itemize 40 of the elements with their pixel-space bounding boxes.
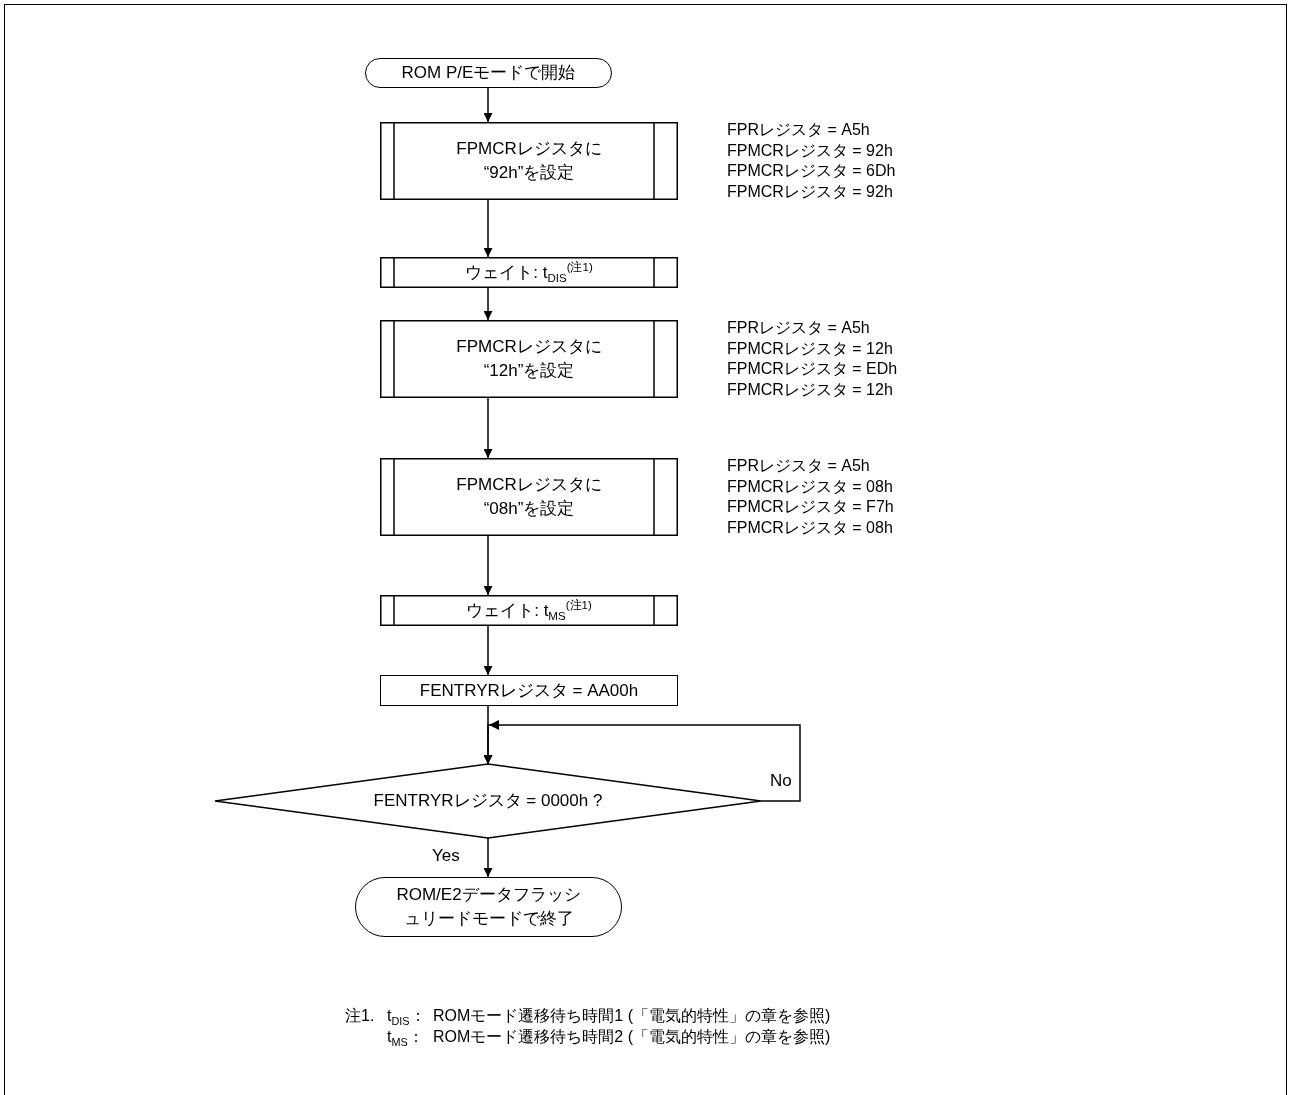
- arrow: [483, 837, 493, 878]
- subroutine-box: [380, 458, 678, 536]
- node-label: FENTRYRレジスタ = AA00h: [419, 679, 639, 702]
- register-setting: FPRレジスタ = A5h: [727, 318, 871, 338]
- register-setting: FPRレジスタ = A5h: [727, 456, 871, 476]
- arrow: [483, 287, 493, 321]
- note-text: ROMモード遷移待ち時間2 (「電気的特性」の章を参照): [433, 1027, 831, 1047]
- subroutine-box: [380, 320, 678, 398]
- note-text: ROMモード遷移待ち時間1 (「電気的特性」の章を参照): [433, 1006, 831, 1026]
- arrow: [483, 397, 493, 459]
- arrow: [483, 87, 493, 123]
- register-setting: FPMCRレジスタ = 92h: [727, 140, 894, 161]
- register-setting: FPRレジスタ = A5h: [727, 120, 871, 140]
- node-label: ROM/E2データフラッシュリードモードで終了: [395, 884, 582, 930]
- note-text: t$_{MS}$：: [387, 1027, 424, 1048]
- arrow: [483, 535, 493, 596]
- process-box: [380, 675, 678, 706]
- node-label: FPMCRレジスタに “08h”を設定: [455, 474, 603, 520]
- node-label: FPMCRレジスタに “92h”を設定: [455, 138, 603, 184]
- terminal-shape: [355, 877, 622, 937]
- register-setting: FPMCRレジスタ = 12h: [727, 338, 894, 359]
- register-setting: FPMCRレジスタ = 08h: [727, 517, 894, 538]
- register-setting: FPMCRレジスタ = 92h: [727, 181, 894, 202]
- note-text: 注1.: [345, 1006, 375, 1026]
- arrow: [483, 199, 493, 258]
- node-label: FPMCRレジスタに “12h”を設定: [455, 336, 603, 382]
- node-label: FENTRYRレジスタ = 0000h ?: [373, 790, 603, 812]
- register-setting: FPMCRレジスタ = 12h: [727, 379, 894, 400]
- register-setting: FPMCRレジスタ = F7h: [727, 497, 894, 517]
- subroutine-box: [380, 595, 678, 626]
- register-setting: FPMCRレジスタ = 08h: [727, 476, 894, 497]
- node-label: ROM P/Eモードで開始: [401, 62, 576, 84]
- register-setting: FPMCRレジスタ = 6Dh: [727, 161, 896, 181]
- register-setting: FPMCRレジスタ = EDh: [727, 359, 898, 379]
- subroutine-box: [380, 257, 678, 288]
- subroutine-box: [380, 122, 678, 200]
- arrow: [483, 625, 493, 676]
- note-text: t$_{DIS}$：: [387, 1006, 426, 1027]
- terminal-shape: [365, 58, 612, 88]
- decision-diamond: [215, 764, 761, 838]
